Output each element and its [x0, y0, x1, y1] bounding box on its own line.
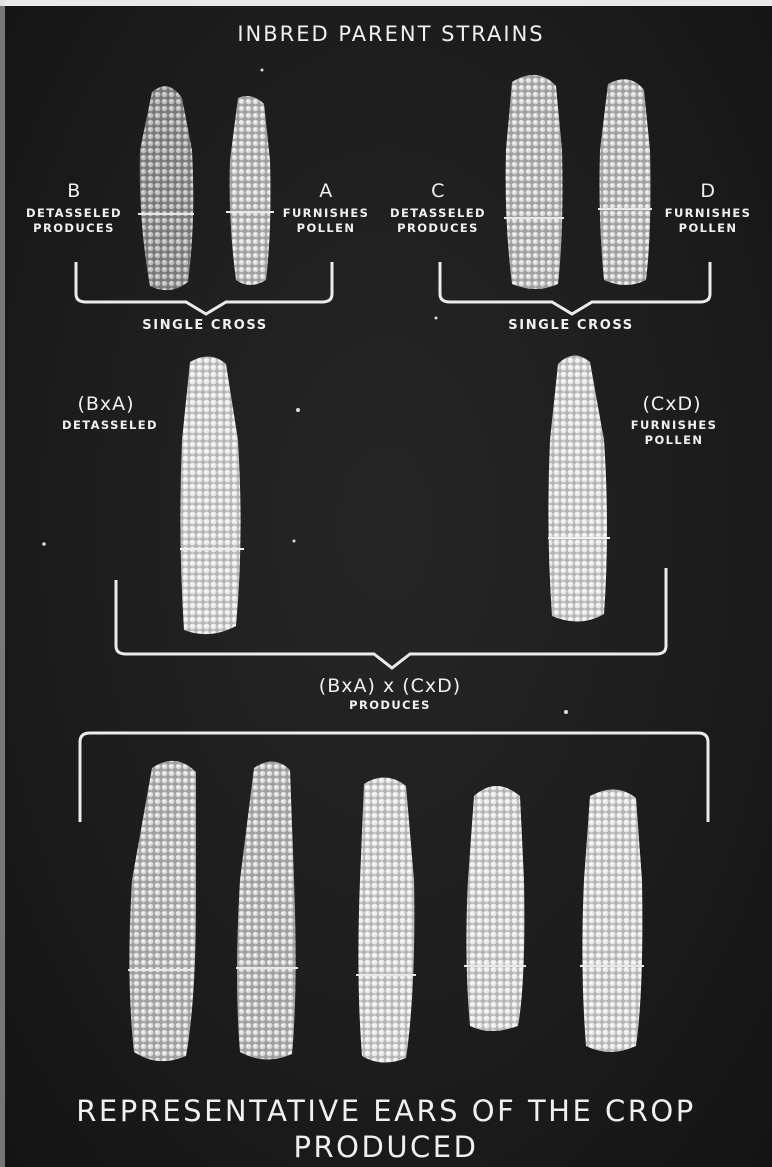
crop-ear-4 — [464, 786, 526, 1031]
parent-c-line1: DETASSELED — [380, 206, 496, 221]
parent-a-letter: A — [306, 180, 346, 202]
ear-c — [504, 75, 564, 289]
crop-ear-2 — [236, 761, 298, 1059]
parent-b-letter: B — [54, 180, 94, 202]
parent-a-line2: POLLEN — [276, 221, 376, 236]
ear-b — [138, 86, 194, 290]
parent-c-letter: C — [418, 180, 458, 202]
cxd-label: (CxD) — [614, 393, 730, 415]
bracket-single-cross-right — [440, 262, 710, 314]
footer-line1: REPRESENTATIVE EARS OF THE CROP — [30, 1093, 742, 1129]
ear-d — [598, 79, 652, 285]
ear-bxa — [180, 356, 244, 634]
diagram-title: INBRED PARENT STRAINS — [196, 22, 586, 46]
parent-a-line1: FURNISHES — [276, 206, 376, 221]
footer-caption: REPRESENTATIVE EARS OF THE CROP PRODUCED — [30, 1093, 742, 1165]
bracket-single-cross-left — [76, 262, 332, 314]
parent-a-caption: FURNISHES POLLEN — [276, 206, 376, 236]
parent-d-line1: FURNISHES — [656, 206, 760, 221]
double-cross-label: (BxA) x (CxD) — [250, 675, 530, 697]
parent-d-caption: FURNISHES POLLEN — [656, 206, 760, 236]
single-cross-right-label: SINGLE CROSS — [476, 318, 666, 333]
dust-specks — [42, 69, 568, 715]
crop-ear-1 — [128, 761, 196, 1061]
parent-c-line2: PRODUCES — [380, 221, 496, 236]
crop-ear-3 — [356, 777, 416, 1062]
double-cross-caption: PRODUCES — [320, 698, 460, 713]
bxa-caption: DETASSELED — [40, 418, 180, 433]
footer-line2: PRODUCED — [30, 1129, 742, 1165]
cxd-caption: FURNISHES POLLEN — [616, 418, 732, 448]
parent-b-line2: PRODUCES — [14, 221, 134, 236]
cxd-line2: POLLEN — [616, 433, 732, 448]
ear-a — [226, 96, 274, 285]
parent-b-caption: DETASSELED PRODUCES — [14, 206, 134, 236]
parent-d-letter: D — [688, 180, 728, 202]
crop-ear-5 — [580, 789, 644, 1052]
parent-c-caption: DETASSELED PRODUCES — [380, 206, 496, 236]
ear-cxd — [548, 355, 610, 621]
parent-b-line1: DETASSELED — [14, 206, 134, 221]
bxa-label: (BxA) — [48, 393, 164, 415]
cxd-line1: FURNISHES — [616, 418, 732, 433]
single-cross-left-label: SINGLE CROSS — [110, 318, 300, 333]
parent-d-line2: POLLEN — [656, 221, 760, 236]
